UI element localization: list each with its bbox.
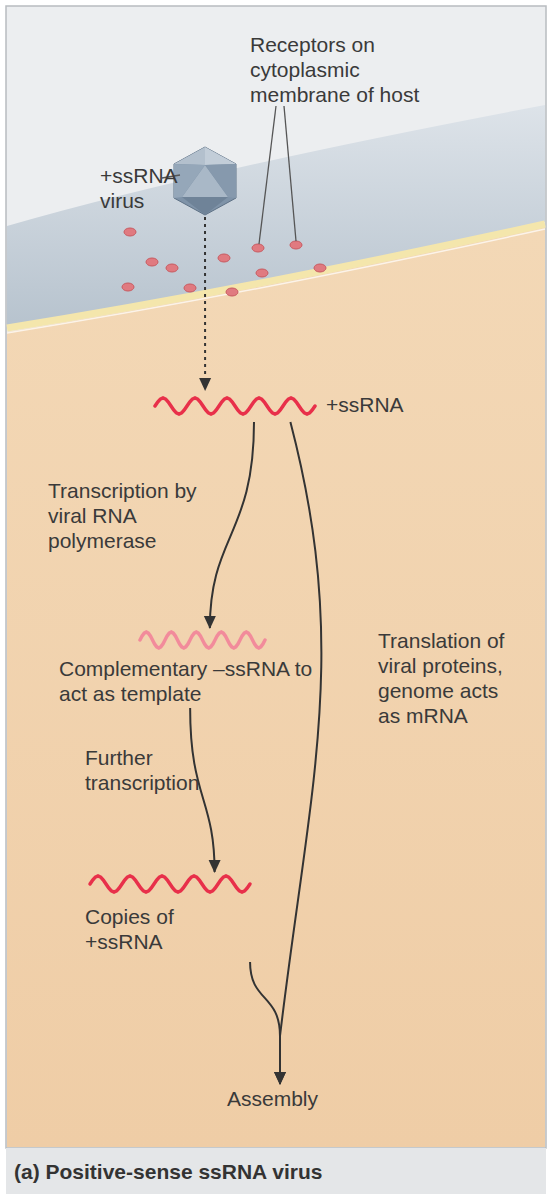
callout-label: Receptors on cytoplasmic membrane of hos… bbox=[250, 32, 440, 107]
leader-line bbox=[259, 106, 276, 244]
receptor bbox=[124, 228, 136, 236]
receptor bbox=[256, 269, 268, 277]
receptor bbox=[290, 241, 302, 249]
process-arrow bbox=[250, 962, 280, 1084]
node-text: Complementary –ssRNA to act as template bbox=[59, 656, 324, 706]
cytoplasmic-membrane bbox=[7, 105, 545, 326]
receptor bbox=[166, 264, 178, 272]
rna-strand bbox=[90, 876, 250, 892]
receptor bbox=[218, 254, 230, 262]
figure-caption: (a) Positive-sense ssRNA virus bbox=[14, 1159, 534, 1184]
text-node: Assembly bbox=[225, 1084, 335, 1112]
capsid-facet bbox=[182, 197, 228, 215]
edge-label: Further transcription bbox=[85, 745, 225, 795]
receptor bbox=[184, 284, 196, 292]
virus-node: +ssRNA virus bbox=[170, 145, 240, 217]
capsid-facet bbox=[205, 164, 236, 198]
receptor bbox=[226, 288, 238, 296]
receptor bbox=[314, 264, 326, 272]
membrane-edge bbox=[7, 229, 545, 333]
membrane-layer bbox=[7, 224, 545, 328]
capsid-outline bbox=[174, 147, 236, 215]
rna-strand bbox=[155, 398, 315, 414]
receptor bbox=[146, 258, 158, 266]
cytoplasm bbox=[7, 227, 545, 1147]
icosahedron-virus bbox=[170, 145, 240, 217]
rna-wave bbox=[155, 396, 315, 416]
capsid-facet bbox=[205, 147, 236, 165]
capsid-facet bbox=[174, 147, 205, 165]
capsid-facet bbox=[174, 164, 205, 198]
dotted-arrow bbox=[204, 217, 206, 390]
node-text: +ssRNA virus bbox=[100, 163, 180, 213]
rna-strand-node: Copies of +ssRNA bbox=[85, 872, 265, 962]
node-text: Copies of +ssRNA bbox=[85, 904, 205, 954]
rna-wave bbox=[90, 874, 250, 894]
rna-strand-node: Complementary –ssRNA to act as template bbox=[55, 628, 345, 708]
node-text: +ssRNA bbox=[326, 392, 410, 417]
node-text: Assembly bbox=[227, 1086, 333, 1111]
edge-label: Translation of viral proteins, genome ac… bbox=[378, 628, 506, 728]
frame bbox=[6, 6, 546, 1148]
rna-wave bbox=[140, 630, 265, 650]
process-arrow bbox=[210, 422, 254, 628]
receptor bbox=[122, 283, 134, 291]
process-arrow bbox=[280, 422, 321, 1084]
caption-strip bbox=[6, 1148, 546, 1194]
leader-line bbox=[284, 106, 296, 241]
edge-label: Transcription by viral RNA polymerase bbox=[48, 478, 198, 553]
rna-strand bbox=[140, 632, 265, 648]
rna-strand-node: +ssRNA bbox=[150, 390, 410, 422]
receptor bbox=[252, 244, 264, 252]
